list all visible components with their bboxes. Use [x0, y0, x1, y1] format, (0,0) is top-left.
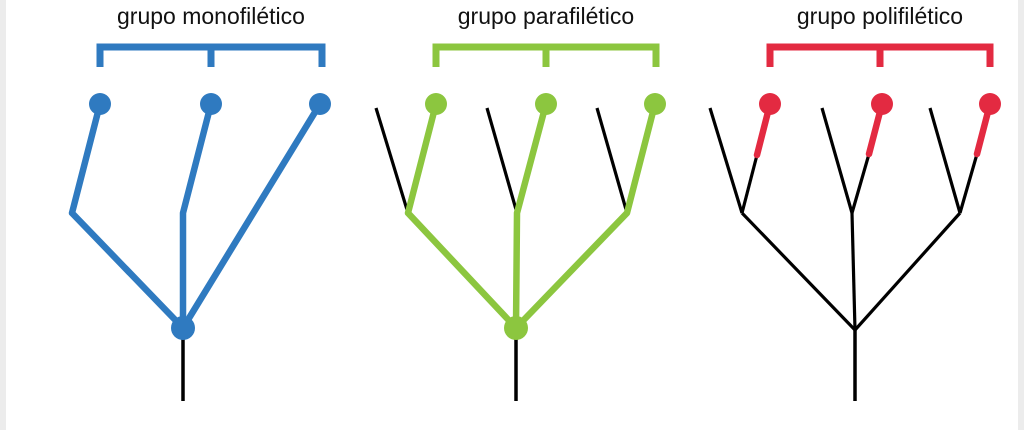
left-edge-strip [0, 0, 6, 430]
tip-node [535, 93, 557, 115]
branch [179, 100, 324, 332]
branch [179, 100, 215, 332]
group-bracket [766, 43, 994, 67]
title-polyphyletic: grupo polifilético [796, 3, 964, 29]
group-bracket [96, 43, 326, 67]
right-edge-strip [1018, 0, 1024, 430]
tip-node [759, 93, 781, 115]
internal-branch [740, 211, 857, 332]
excluded-tip-branch [708, 107, 744, 214]
internal-branch [850, 212, 857, 331]
tip-node [644, 93, 666, 115]
branch [512, 100, 550, 332]
internal-branch [853, 211, 962, 332]
branch [404, 100, 520, 332]
tip-node [89, 93, 111, 115]
excluded-tip-branch [485, 107, 519, 214]
tip-branch-lower [850, 153, 871, 214]
tree-monophyletic [68, 43, 331, 401]
excluded-tip-branch [928, 107, 962, 214]
excluded-tip-branch [820, 107, 854, 214]
common-ancestor-node [171, 316, 195, 340]
tip-node [979, 93, 1001, 115]
excluded-tip-branch [595, 107, 629, 214]
tip-node [309, 93, 331, 115]
tip-branch-lower [958, 153, 979, 214]
group-bracket [432, 43, 660, 67]
excluded-tip-branch [374, 107, 410, 214]
tip-node [871, 93, 893, 115]
title-paraphyletic: grupo parafilético [457, 3, 635, 29]
branch [512, 100, 659, 332]
tip-node [200, 93, 222, 115]
tree-polyphyletic [708, 43, 1001, 401]
tip-node [425, 93, 447, 115]
tip-branch-lower [740, 154, 759, 214]
branch [68, 100, 187, 332]
common-ancestor-node [504, 316, 528, 340]
tree-paraphyletic [374, 43, 666, 401]
title-monophyletic: grupo monofilético [117, 3, 305, 29]
